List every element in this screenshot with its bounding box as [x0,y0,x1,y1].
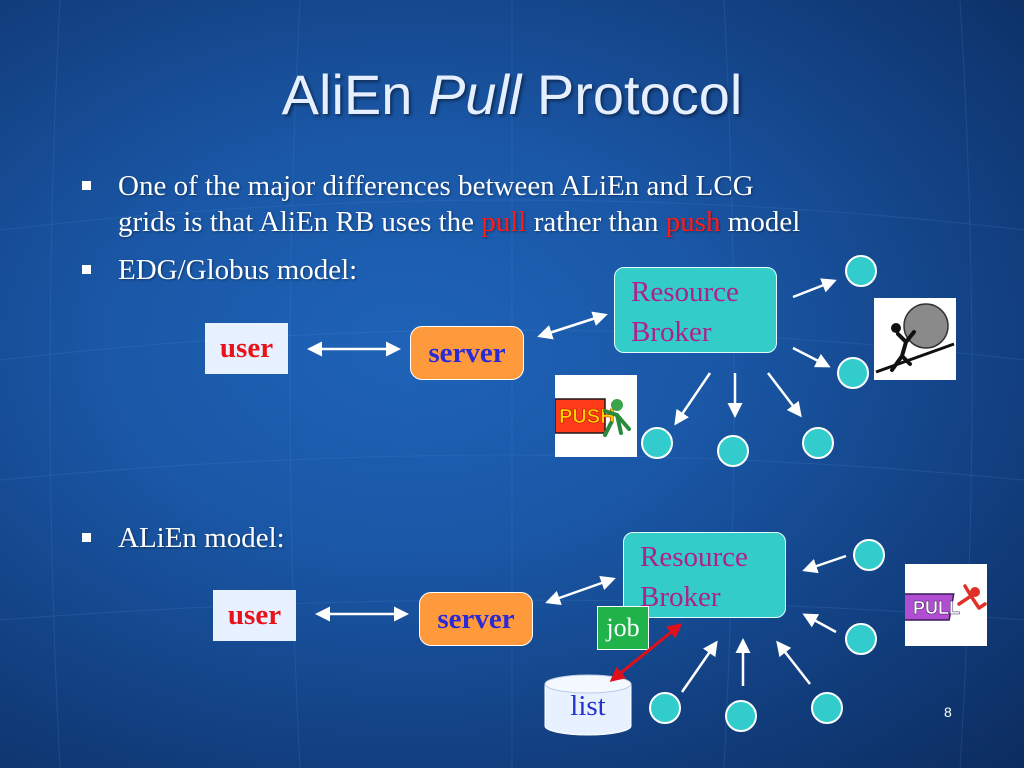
alien-user-box: user [213,590,296,641]
sisyphus-icon [874,298,956,380]
pull-logo-icon: PULL [896,564,987,646]
alien-node-bottom-left [649,692,681,724]
list-label: list [570,690,606,722]
edg-resource-broker-box: Resource Broker [614,267,777,353]
alien-rb-line-2: Broker [640,581,721,613]
alien-rb-line-1: Resource [640,541,748,573]
edg-node-top-right [845,255,877,287]
push-highlight: push [665,206,721,238]
title-part-3: Protocol [536,63,743,126]
bullet-1-line-2: grids is that AliEn RB uses the pull rat… [118,204,938,240]
edg-node-bottom-right [802,427,834,459]
bullet-1-text-c: model [727,206,801,238]
bullet-2-text: EDG/Globus model: [118,254,358,286]
edg-node-mid-right [837,357,869,389]
bullet-marker [82,265,91,274]
push-logo-icon: PUSH [554,375,637,457]
pull-highlight: pull [481,206,527,238]
edg-server-box: server [410,326,524,380]
bullet-3-text: ALiEn model: [118,522,285,554]
svg-text:PULL: PULL [913,598,960,618]
title-part-2: Pull [427,63,522,126]
page-number: 8 [944,704,952,720]
edg-rb-line-1: Resource [631,276,739,308]
bullet-1-line-1: One of the major differences between ALi… [118,170,754,202]
alien-node-mid-right [845,623,877,655]
bullet-1-text-b: rather than [533,206,659,238]
alien-resource-broker-box: Resource Broker [623,532,786,618]
edg-node-bottom-center [717,435,749,467]
alien-node-bottom-center [725,700,757,732]
bullet-edg-model: EDG/Globus model: [82,252,358,288]
alien-server-box: server [419,592,533,646]
slide-title: AliEn Pull Protocol [0,62,1024,127]
alien-node-top-right [853,539,885,571]
bullet-marker [82,533,91,542]
title-part-1: AliEn [281,63,413,126]
bullet-differences: One of the major differences between ALi… [82,168,938,240]
edg-node-bottom-left [641,427,673,459]
alien-node-bottom-right [811,692,843,724]
svg-text:PUSH: PUSH [559,406,615,428]
bullet-1-text-a: grids is that AliEn RB uses the [118,206,475,238]
edg-rb-line-2: Broker [631,316,712,348]
bullet-alien-model: ALiEn model: [82,520,285,556]
bullet-marker [82,181,91,190]
edg-user-box: user [205,323,288,374]
